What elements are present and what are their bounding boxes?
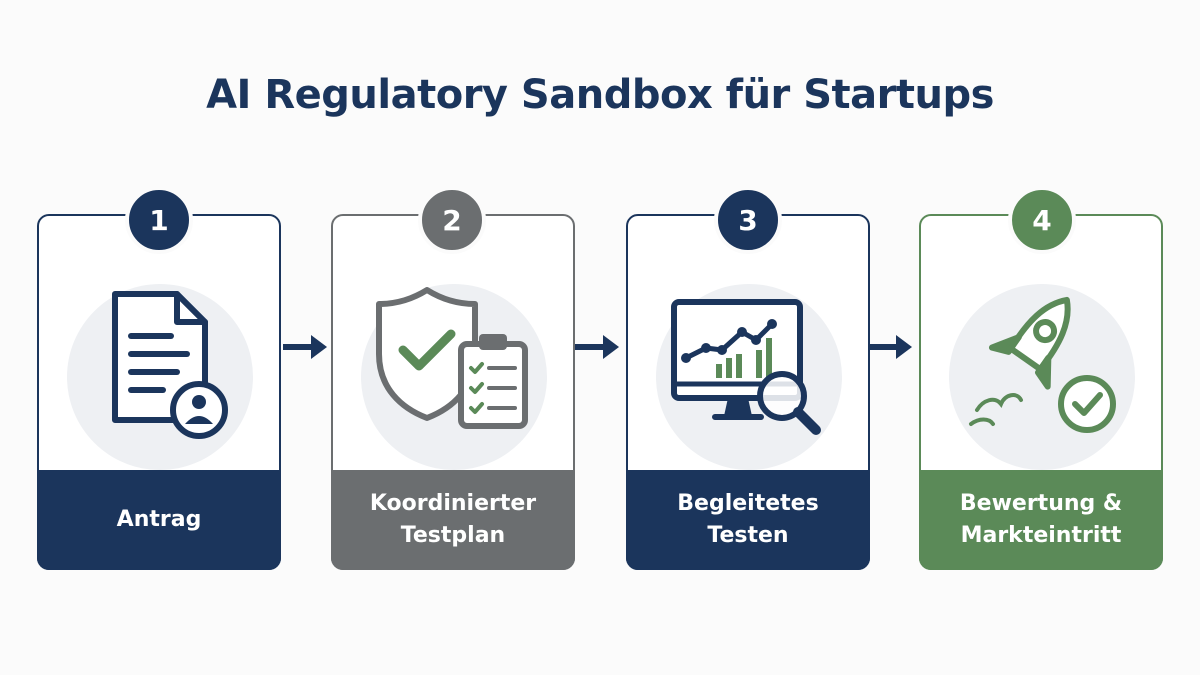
document-user-icon [112, 291, 228, 439]
arrow-right-icon [868, 335, 912, 359]
step-number-1: 1 [125, 186, 193, 254]
page-title: AI Regulatory Sandbox für Startups [206, 72, 994, 118]
step-card-2: Koordinierter Testplan [331, 214, 575, 570]
step-card-4: Bewertung & Markteintritt [919, 214, 1163, 570]
step-card-3: Begleitetes Testen [626, 214, 870, 570]
arrow-right-icon [575, 335, 619, 359]
shield-checklist-icon [376, 287, 528, 429]
rocket-check-icon [969, 296, 1116, 433]
step-label-3: Begleitetes Testen [626, 470, 870, 570]
monitor-chart-magnifier-icon [671, 299, 821, 435]
arrow-right-icon [283, 335, 327, 359]
step-number-4: 4 [1008, 186, 1076, 254]
step-number-3: 3 [714, 186, 782, 254]
step-card-1: Antrag [37, 214, 281, 570]
step-label-2: Koordinierter Testplan [331, 470, 575, 570]
step-label-1: Antrag [37, 470, 281, 570]
step-label-4: Bewertung & Markteintritt [919, 470, 1163, 570]
step-number-2: 2 [418, 186, 486, 254]
